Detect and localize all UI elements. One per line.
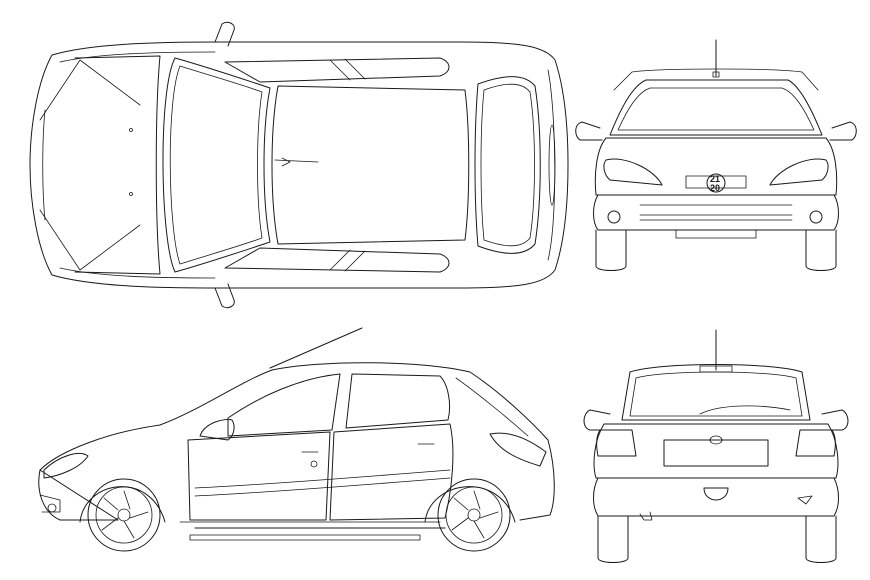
front-wheel-right (805, 229, 837, 271)
side-mirror (199, 419, 235, 441)
front-foglight-right (809, 210, 823, 224)
front-badge-bottom: 20 (710, 183, 720, 193)
front-wheel-left (595, 229, 627, 271)
rear-badge (709, 435, 723, 445)
front-mirror-left (575, 121, 603, 141)
side-front-wheel (87, 478, 161, 552)
top-body-outline (29, 41, 569, 289)
front-grille (685, 175, 747, 189)
side-body-outline (38, 362, 555, 529)
front-foglight-left (607, 210, 621, 224)
rear-mirror-right (821, 409, 849, 431)
rear-view (583, 329, 849, 563)
rear-wheel-left (597, 515, 629, 563)
front-body (594, 137, 838, 196)
side-front-door (187, 431, 331, 521)
side-antenna (269, 327, 363, 369)
rear-bumper (593, 477, 839, 517)
side-headlight (43, 453, 89, 479)
front-badge (706, 173, 726, 193)
rear-wheel-right (805, 515, 837, 563)
rear-mirror-left (583, 409, 611, 431)
side-rear-wheel (437, 478, 511, 552)
top-side-windows-lower (224, 247, 450, 273)
front-bumper (593, 194, 839, 231)
rear-body (593, 423, 839, 479)
rear-taillight-right (795, 429, 836, 457)
front-badge-top: 21 (710, 174, 720, 184)
top-hood (74, 55, 161, 275)
top-rear-window (474, 76, 541, 254)
front-windshield (609, 79, 823, 136)
top-side-windows-upper (224, 57, 450, 83)
rear-exhaust (639, 511, 653, 521)
side-view (38, 327, 555, 552)
top-windshield (162, 57, 271, 273)
top-mirror-left (214, 21, 235, 47)
side-rear-window (345, 373, 451, 429)
top-roof (271, 85, 470, 245)
rear-license-plate (663, 439, 769, 467)
rear-window (621, 364, 811, 421)
front-view: 21 20 (575, 39, 857, 271)
front-headlight-right (769, 158, 829, 186)
side-front-window (227, 373, 341, 437)
side-taillight (489, 432, 547, 467)
top-view (29, 21, 569, 309)
front-mirror-right (829, 121, 857, 141)
front-headlight-left (603, 158, 663, 186)
top-mirror-right (214, 283, 235, 309)
rear-taillight-left (596, 429, 637, 457)
side-rear-door (329, 423, 454, 521)
rear-step (703, 487, 729, 501)
